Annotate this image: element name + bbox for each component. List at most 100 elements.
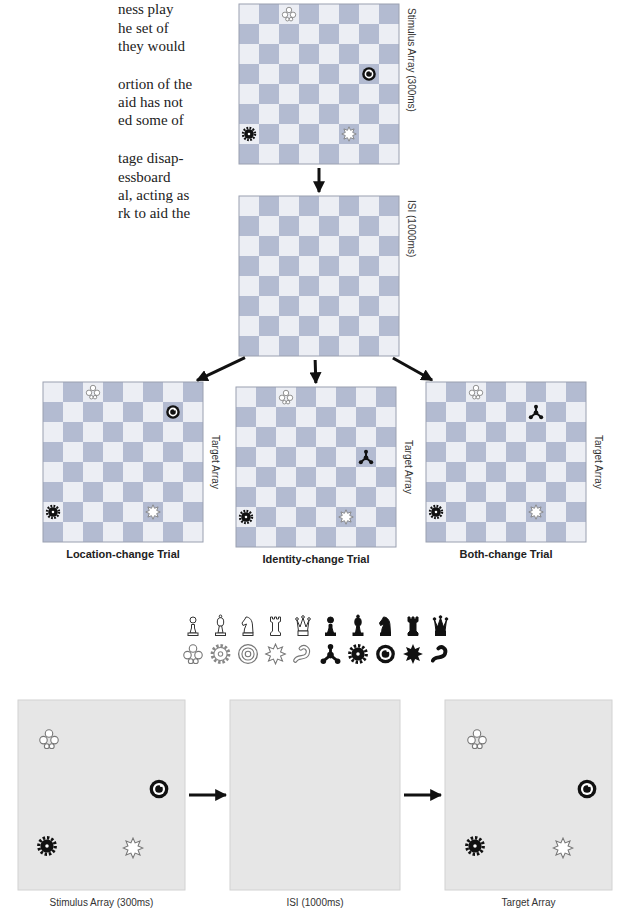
label-holder: ed some of [118,111,184,129]
tri-symbol [359,450,373,464]
flow-arrow [318,168,321,192]
label-holder: tage disap- [118,149,183,167]
label-holder: Identity-change Trial [226,553,406,566]
isi-board: ISI (1000ms) [239,196,399,356]
flow-arrow [393,358,432,380]
panel-label: ISI (1000ms) [286,897,343,908]
label-holder: Target Array [402,440,414,494]
body-text: essboard [118,169,171,185]
chessboards [43,4,586,547]
label-holder: ness play [118,0,173,18]
chess-piece [353,615,363,636]
ring-symbol [376,645,395,664]
clover-symbol [184,645,202,664]
ring-symbol [362,67,376,81]
label-holder: ortion of the [118,75,192,93]
body-text: ortion of the [118,76,192,92]
ring-symbol [239,645,258,664]
target-board: Target ArrayBoth-change Trial [426,382,586,542]
star-symbol [146,505,160,519]
star-symbol [403,644,423,664]
plain-panels [18,700,612,890]
flow-arrow [189,794,226,797]
snake-symbol [433,647,446,660]
body-text: ed some of [118,112,184,128]
tri-symbol [529,405,543,419]
label-holder: Both-change Trial [416,548,596,561]
chess-piece-row [188,615,448,636]
target-panel: Target Array [445,700,612,890]
ring-symbol [150,780,169,799]
chess-piece [296,616,311,636]
chessboard [239,196,399,356]
label-holder: rk to aid the [118,204,190,222]
clover-symbol [468,730,486,749]
flow-arrow [314,360,318,383]
target-board: Target ArrayLocation-change Trial [43,382,203,542]
label-holder: he set of [118,19,169,37]
board-label: Stimulus Array (300ms) [406,8,417,112]
label-holder: Target Array [592,435,604,489]
chessboard [426,382,586,542]
chess-piece [326,617,336,636]
gear-symbol [240,511,252,523]
flow-arrow [197,358,245,381]
body-text: ness play [118,1,173,17]
label-holder: Location-change Trial [33,548,213,561]
body-text: rk to aid the [118,205,190,221]
label-holder: Stimulus Array (300ms) [405,8,417,112]
gear-symbol [243,128,255,140]
label-holder: they would [118,37,185,55]
star-symbol [123,838,143,858]
snake-symbol [295,647,308,660]
label-holder: Target Array [209,435,221,489]
flow-arrow [404,794,441,797]
chess-piece [271,617,281,636]
clover-symbol [40,730,58,749]
chessboard [236,387,396,547]
chess-piece [216,615,226,636]
gear-symbol [212,646,229,663]
label-holder: Target Array [433,897,624,909]
body-text: aid has not [118,94,183,110]
clover-symbol [282,7,295,21]
star-symbol [342,127,356,141]
chess-piece [380,617,391,636]
isi-panel: ISI (1000ms) [230,700,400,890]
gear-symbol [350,646,367,663]
board-label: Target Array [210,435,221,489]
grey-panel [18,700,185,890]
ring-symbol [578,780,597,799]
label-holder: ISI (1000ms) [405,200,417,257]
label-holder: aid has not [118,93,183,111]
chessboard [239,4,399,164]
body-text: he set of [118,20,169,36]
trial-label: Location-change Trial [66,548,180,560]
gear-symbol [430,506,442,518]
star-symbol [553,838,573,858]
gear-symbol [467,838,484,855]
board-label: Target Array [403,440,414,494]
panel-label: Target Array [502,897,556,908]
tri-symbol [321,644,341,664]
label-holder: ISI (1000ms) [218,897,412,909]
symbol-row [184,644,446,664]
chess-piece [408,617,418,636]
panel-label: Stimulus Array (300ms) [50,897,154,908]
board-label: ISI (1000ms) [406,200,417,257]
star-symbol [266,644,286,664]
chess-piece [242,617,253,636]
body-text: tage disap- [118,150,183,166]
star-symbol [339,510,353,524]
grey-panel [230,700,400,890]
gear-symbol [47,506,59,518]
stimulus-board: Stimulus Array (300ms) [239,4,399,164]
chess-piece [433,616,448,636]
trial-label: Identity-change Trial [263,553,370,565]
body-text: they would [118,38,185,54]
trial-label: Both-change Trial [460,548,553,560]
gear-symbol [39,838,56,855]
